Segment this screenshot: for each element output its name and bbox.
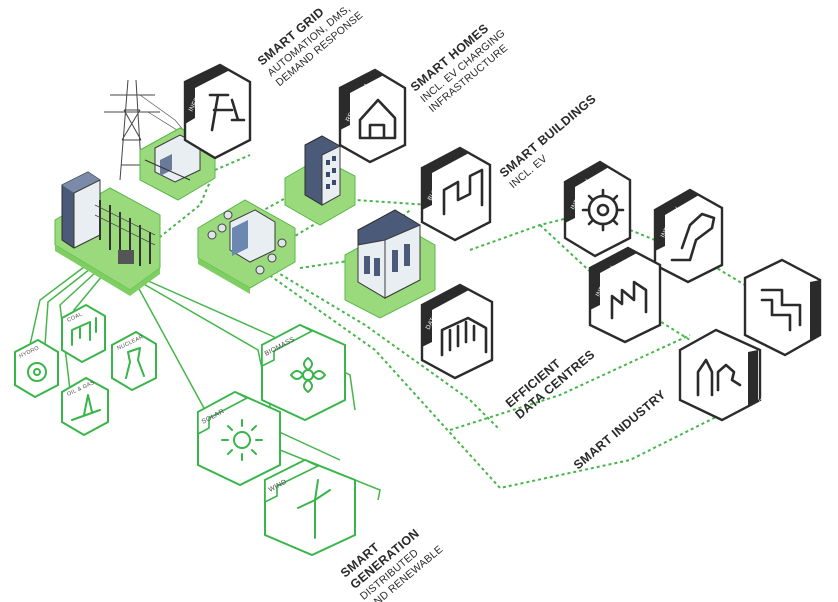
- datacentre-platform: [344, 209, 436, 319]
- label-smart-industry: SMART INDUSTRY: [571, 387, 669, 472]
- label-smart-grid: SMART GRID AUTOMATION, DMS, DEMAND RESPO…: [255, 3, 365, 89]
- substation-illustration: [54, 79, 201, 296]
- tank-icon: [696, 358, 742, 397]
- label-data-centres: EFFICIENT DATA CENTRES: [503, 347, 598, 421]
- robot-arm-icon: [670, 212, 716, 262]
- industry-gear-tile[interactable]: INDUSTRY: [563, 160, 632, 258]
- biomass-tile[interactable]: BIOMASS: [261, 323, 346, 422]
- industry-robot-tile[interactable]: INDUSTRY: [653, 188, 724, 284]
- nuclear-tile[interactable]: NUCLEAR: [111, 330, 157, 392]
- flower-icon: [290, 357, 326, 393]
- industry-factory-tile[interactable]: INDUSTRY: [588, 246, 662, 344]
- smart-buildings-title: SMART BUILDINGS: [497, 92, 599, 181]
- industry-pipe-tile[interactable]: INDUSTRY: [743, 258, 836, 357]
- residential-tile[interactable]: RESIDENTIAL: [338, 68, 407, 164]
- buildings-tile[interactable]: BUILDINGS: [420, 146, 492, 242]
- coal-plant-icon: [71, 317, 97, 346]
- oil-rig-icon: [71, 394, 101, 421]
- cooling-tower-icon: [125, 347, 145, 379]
- server-icon: [440, 316, 488, 357]
- oil-gas-tile[interactable]: OIL & GAS: [61, 376, 109, 437]
- residential-platform: [284, 135, 356, 226]
- solar-tile[interactable]: SOLAR: [197, 390, 281, 487]
- industry-tank-tile[interactable]: INDUSTRY: [678, 328, 773, 422]
- sun-icon: [221, 419, 263, 461]
- gear-icon: [581, 188, 625, 232]
- infrastructure-tile[interactable]: INFRA- STRUCTURE: [183, 63, 252, 160]
- office-building-icon: [442, 168, 484, 216]
- city-platform: [197, 199, 296, 294]
- wind-tile[interactable]: WIND: [264, 458, 356, 557]
- factory-icon: [610, 280, 648, 320]
- smart-industry-title: SMART INDUSTRY: [571, 387, 669, 472]
- data-centres-tile[interactable]: DATA CENTRES: [420, 283, 494, 380]
- coal-tile[interactable]: COAL: [61, 303, 106, 364]
- wind-turbine-icon: [297, 479, 331, 539]
- house-icon: [358, 98, 397, 140]
- road-icon: [208, 93, 246, 132]
- pipe-icon: [760, 288, 802, 332]
- gear-icon: [27, 362, 47, 382]
- hydro-tile[interactable]: HYDRO: [14, 338, 59, 399]
- label-smart-homes: SMART HOMES INCL. EV CHARGING INFRASTRUC…: [408, 21, 510, 115]
